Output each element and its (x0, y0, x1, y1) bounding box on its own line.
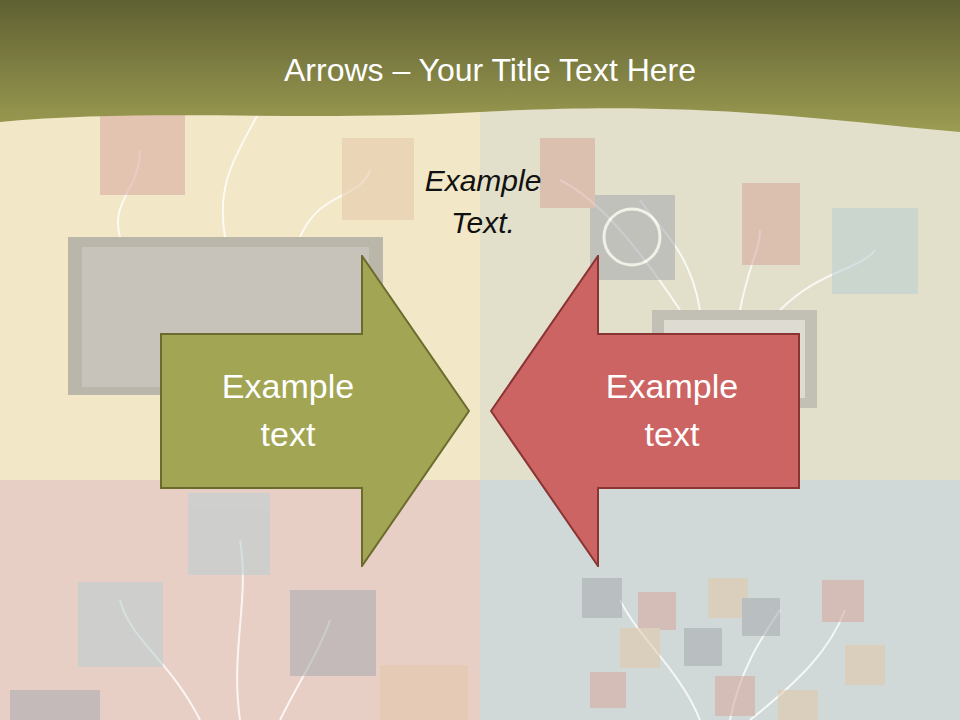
right-arrow: Example text (160, 255, 470, 567)
slide-title: Arrows – Your Title Text Here (0, 52, 960, 89)
arrow-text: Example text (203, 363, 373, 458)
arrow-shape (160, 255, 470, 567)
left-arrow: Example text (490, 255, 800, 567)
note-text: Example Text. (398, 160, 568, 244)
arrow-shape (490, 255, 800, 567)
arrow-text: Example text (587, 363, 757, 458)
